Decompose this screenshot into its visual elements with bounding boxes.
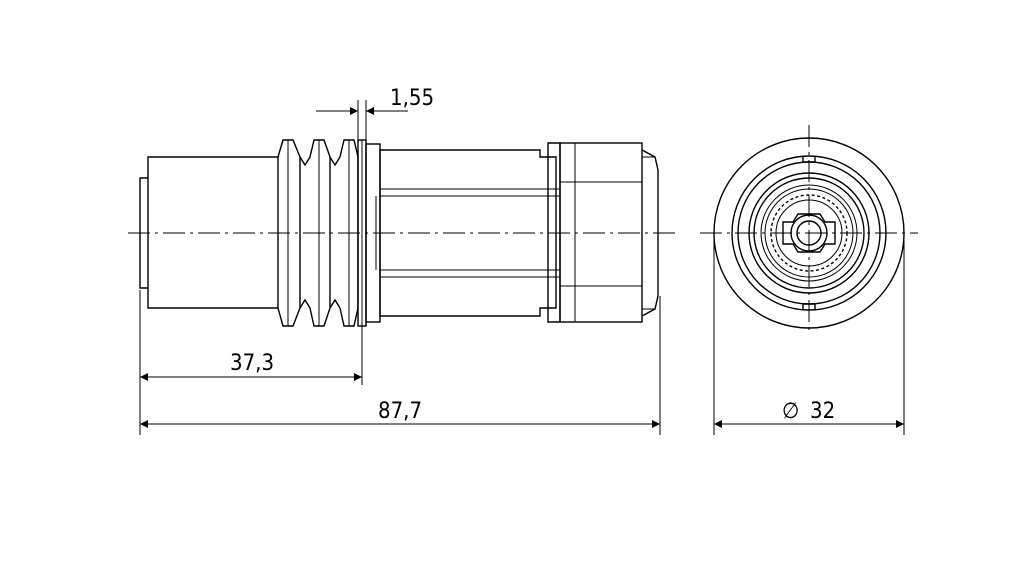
top-key bbox=[802, 156, 816, 163]
inner-socket bbox=[782, 213, 836, 253]
dimension-total-length: 87,7 bbox=[140, 296, 661, 435]
dimension-label-ring-width: 1,55 bbox=[390, 86, 434, 111]
coupling-nut bbox=[547, 142, 659, 323]
outer-circle bbox=[713, 137, 905, 329]
dimension-label-total-length: 87,7 bbox=[378, 399, 422, 424]
dimension-label-front-length: 37,3 bbox=[230, 351, 274, 376]
end-view: ∅ 32 bbox=[700, 125, 918, 435]
dimension-diameter-symbol: ∅ bbox=[782, 399, 799, 424]
side-view: 1,55 37,3 87,7 bbox=[128, 86, 676, 435]
dimension-ring-width: 1,55 bbox=[316, 86, 434, 140]
dimension-label-diameter: 32 bbox=[810, 399, 835, 424]
dimension-front-length: 37,3 bbox=[139, 290, 363, 435]
rear-body bbox=[375, 149, 560, 317]
bottom-key bbox=[802, 303, 816, 310]
dimension-diameter: ∅ 32 bbox=[713, 240, 905, 435]
serrated-contact bbox=[764, 188, 854, 278]
